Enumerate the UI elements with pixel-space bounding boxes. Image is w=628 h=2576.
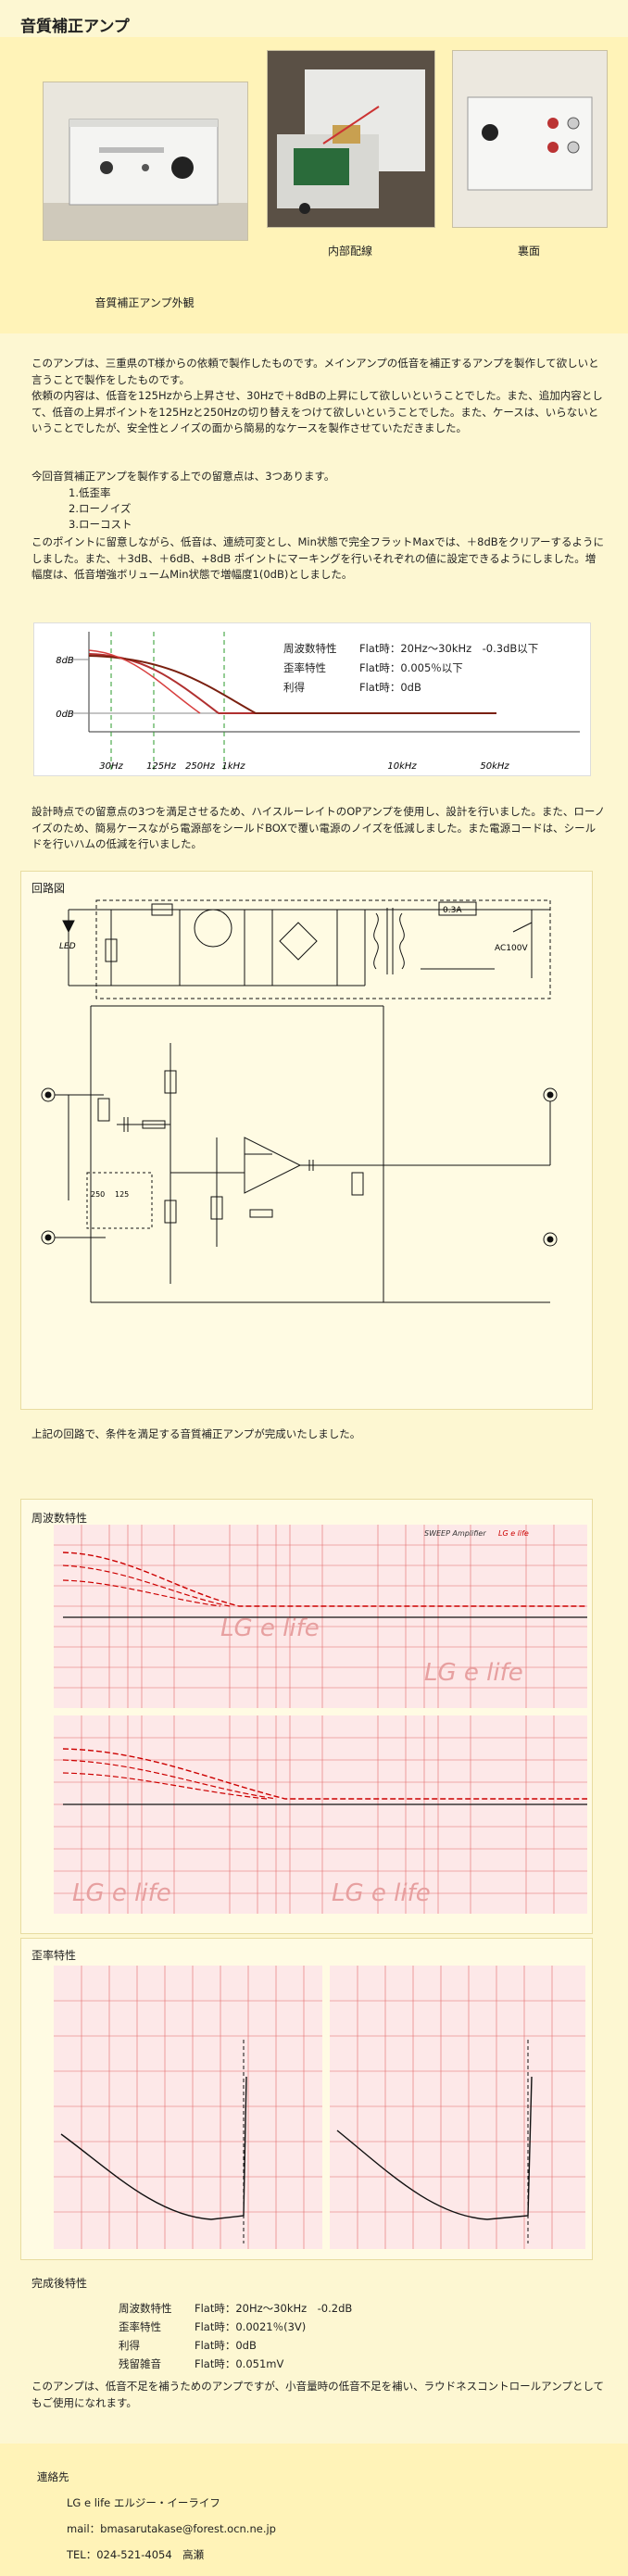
freq-response-sketch: 8dB 0dB 30Hz 125Hz 250Hz 1kHz 10kHz 50kH…	[56, 632, 580, 772]
watermark: LG e life	[220, 1615, 320, 1642]
graph-header-mid: SWEEP Amplifier	[424, 1529, 486, 1538]
rear-caption: 裏面	[517, 245, 540, 258]
point-item: 3.ローコスト	[69, 518, 132, 531]
contact-panel	[0, 2444, 628, 2576]
spec-label: 利得	[283, 681, 305, 694]
x-label: 10kHz	[387, 761, 417, 772]
spec-value: Flat時：20Hz～30kHz -0.3dB以下	[359, 642, 539, 655]
circuit-label: 回路図	[31, 882, 66, 895]
x-label: 30Hz	[99, 761, 123, 772]
exterior-photo	[43, 82, 248, 241]
intro-paragraph-2: 依頼の内容は、低音を125Hzから上昇させ、30Hzで＋8dBの上昇にして欲しい…	[31, 389, 603, 434]
graph-header-right: LG e life	[498, 1529, 529, 1538]
watermark: LG e life	[332, 1879, 431, 1907]
circuit-panel	[20, 871, 593, 1410]
rear-photo	[452, 50, 608, 228]
ac-label: AC100V	[495, 944, 528, 953]
wiring-caption: 内部配線	[327, 245, 372, 258]
contact-label: 連絡先	[37, 2470, 69, 2483]
x-label: 125Hz	[146, 761, 177, 772]
final-spec-value: Flat時：20Hz～30kHz -0.2dB	[195, 2302, 353, 2315]
page-title: 音質補正アンプ	[20, 18, 130, 36]
exterior-caption: 音質補正アンプ外観	[94, 296, 195, 309]
circuit-result-text: 上記の回路で、条件を満足する音質補正アンプが完成いたしました。	[31, 1427, 361, 1440]
contact-mail[interactable]: mail：bmasarutakase@forest.ocn.ne.jp	[67, 2522, 276, 2535]
spec-chart-panel	[33, 622, 591, 776]
design-paragraph: 設計時点での留意点の3つを満足させるため、ハイスルーレイトのOPアンプを使用し、…	[31, 805, 606, 850]
y-label: 8dB	[56, 656, 74, 666]
x-label: 1kHz	[222, 761, 246, 772]
spec-label: 周波数特性	[283, 642, 337, 655]
contact-tel: TEL：024-521-4054 高瀬	[67, 2548, 205, 2561]
watermark: LG e life	[72, 1879, 171, 1907]
final-note: このアンプは、低音不足を補うためのアンプですが、小音量時の低音不足を補い、ラウド…	[31, 2380, 605, 2409]
final-spec-value: Flat時：0.051mV	[195, 2357, 284, 2370]
point-item: 1.低歪率	[69, 486, 111, 499]
intro-paragraph-1: このアンプは、三重県のT様からの依頼で製作したものです。メインアンプの低音を補正…	[31, 357, 599, 386]
x-label: 250Hz	[185, 761, 216, 772]
intro-paragraph-4: このポイントに留意しながら、低音は、連続可変とし、Min状態で完全フラットMax…	[31, 535, 604, 581]
spec-label: 歪率特性	[283, 661, 326, 674]
final-spec-value: Flat時：0dB	[195, 2339, 257, 2352]
distortion-graph-left	[54, 1966, 322, 2249]
led-label: LED	[59, 942, 76, 951]
final-label: 完成後特性	[31, 2277, 88, 2290]
fuse-label: 0.3A	[443, 906, 462, 915]
spec-value: Flat時：0dB	[359, 681, 421, 694]
distortion-label: 歪率特性	[31, 1949, 77, 1962]
freq-label: 周波数特性	[31, 1512, 88, 1525]
intro-paragraph-3: 今回音質補正アンプを製作する上での留意点は、3つあります。	[31, 470, 335, 483]
switch-label: 125	[115, 1190, 129, 1199]
distortion-graph-right	[330, 1966, 585, 2249]
final-spec-label: 利得	[119, 2339, 140, 2352]
final-spec-label: 周波数特性	[119, 2302, 172, 2315]
point-item: 2.ローノイズ	[69, 502, 132, 515]
freq-graph-bottom: LG e life LG e life	[54, 1715, 587, 1914]
final-spec-label: 残留雑音	[119, 2357, 161, 2370]
internal-wiring-photo	[267, 50, 435, 228]
curve-8db-alt	[88, 649, 201, 714]
switch-label: 250	[91, 1190, 105, 1199]
curve-8db-125	[88, 653, 496, 714]
final-spec-label: 歪率特性	[119, 2320, 161, 2333]
watermark: LG e life	[424, 1659, 523, 1687]
circuit-diagram: LED 0.3A AC100V 250 125	[41, 899, 558, 1303]
contact-name: LG e life エルジー・イーライフ	[67, 2496, 220, 2509]
final-spec-value: Flat時：0.0021％(3V)	[195, 2320, 307, 2333]
spec-value: Flat時：0.005％以下	[359, 661, 463, 674]
freq-graph-top: LG e life LG e life SWEEP Amplifier LG e…	[54, 1525, 587, 1708]
y-label: 0dB	[56, 710, 74, 720]
x-label: 50kHz	[480, 761, 509, 772]
